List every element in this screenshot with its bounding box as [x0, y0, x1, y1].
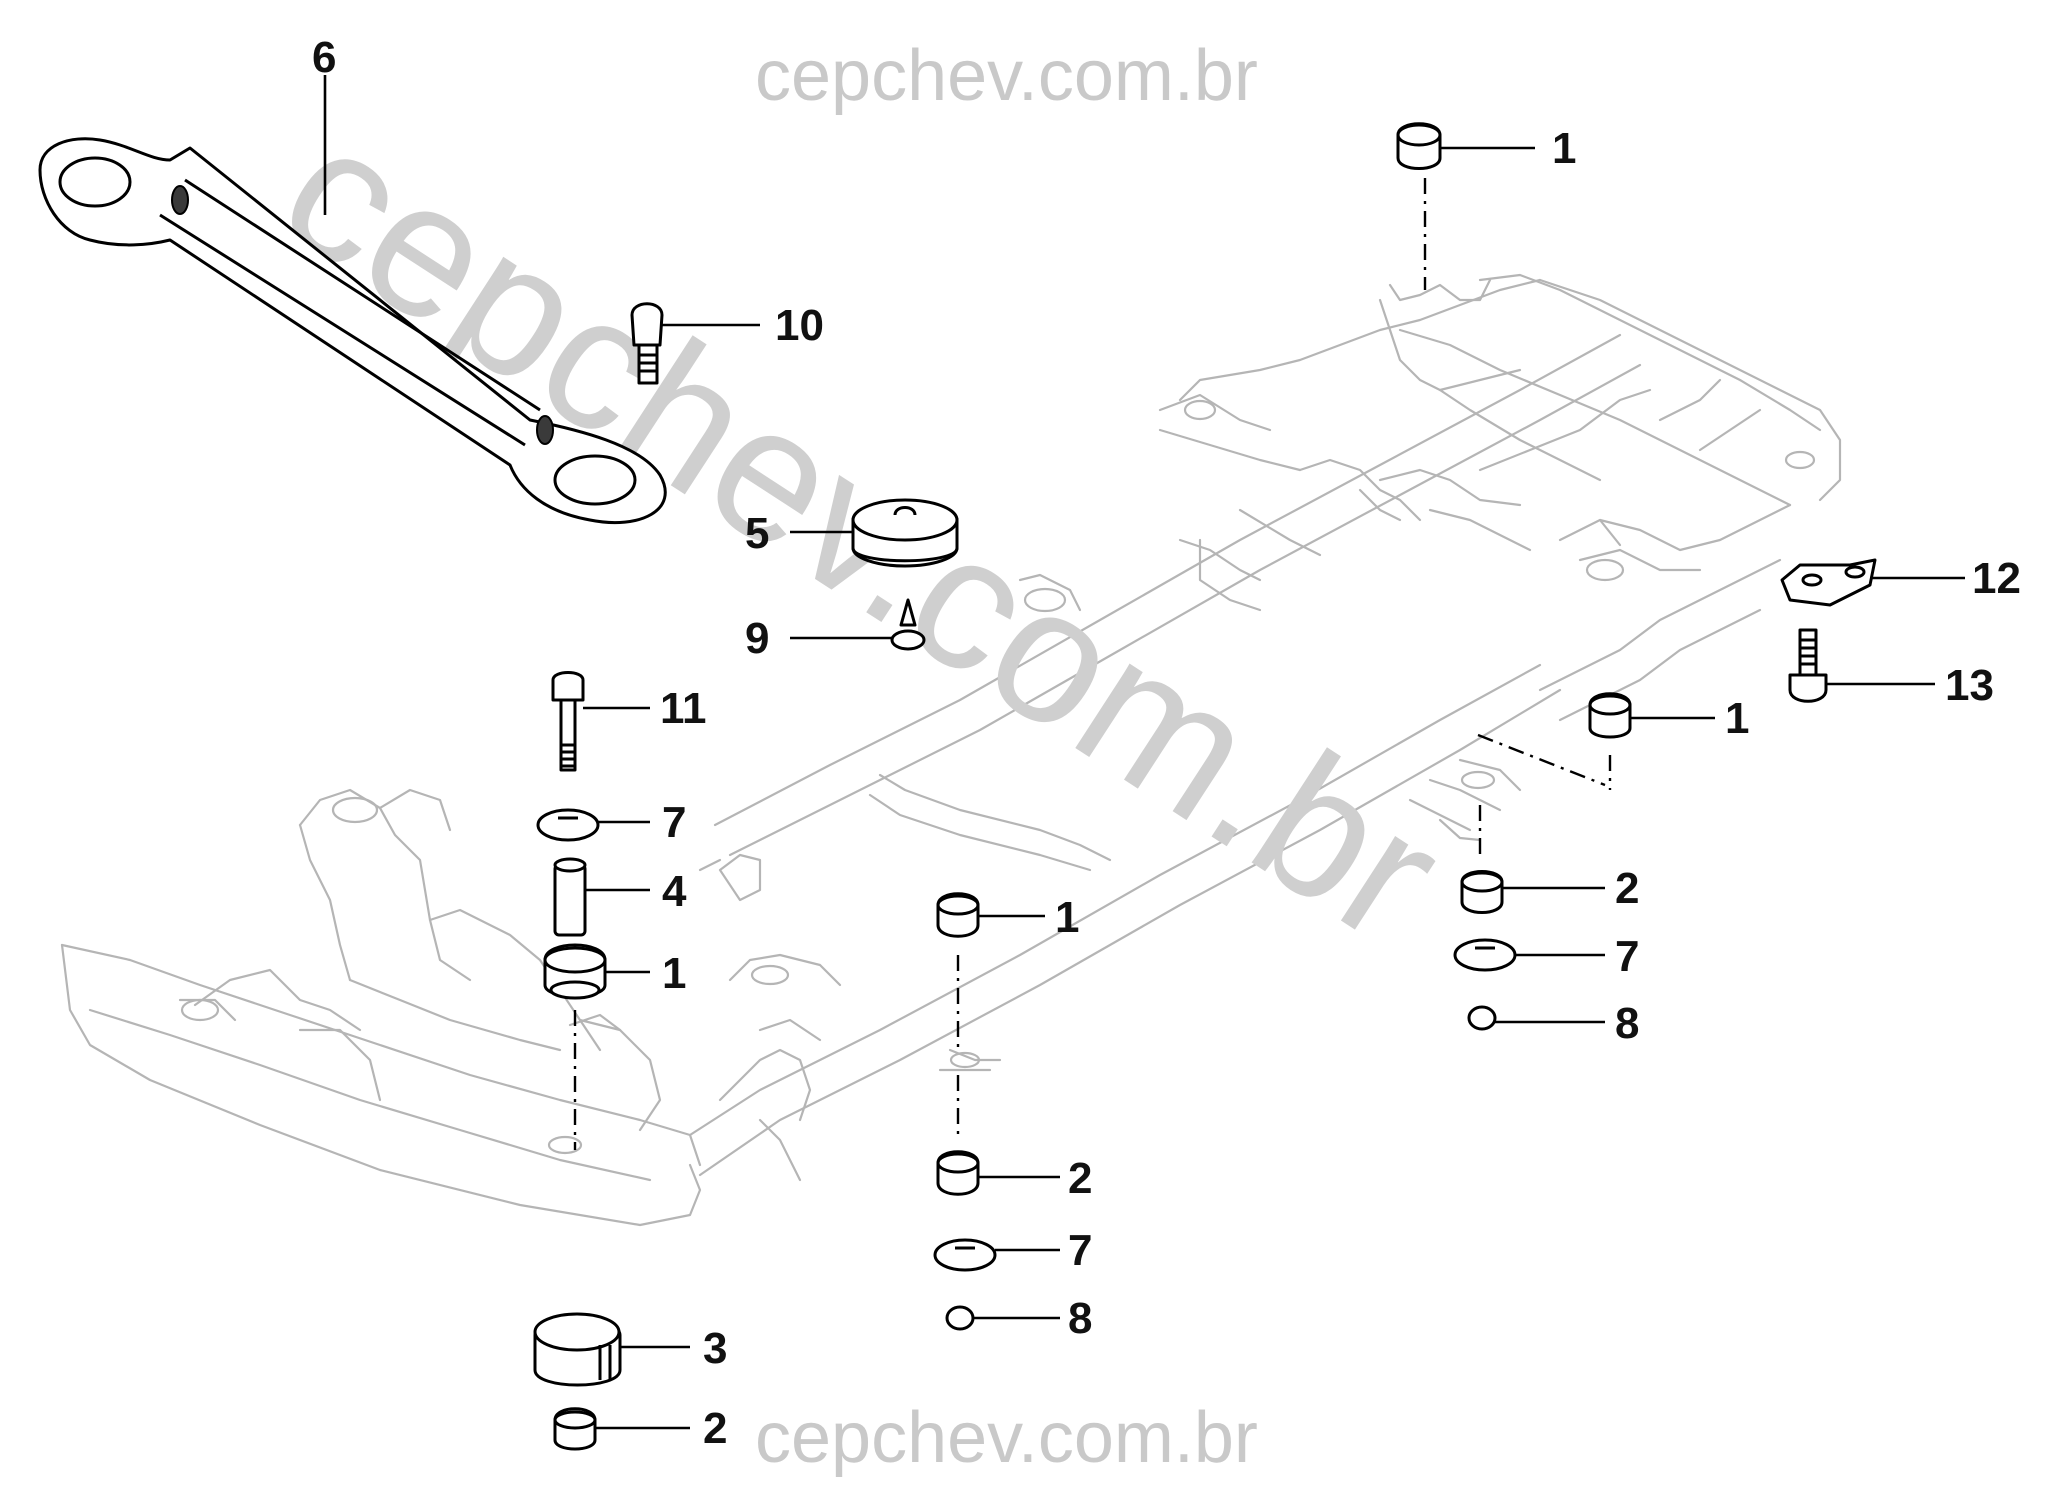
callout-13: 13: [1945, 661, 1994, 710]
mount-2a-part: [1460, 870, 1504, 914]
sleeve-4-part: [553, 857, 587, 937]
washer-7b-part: [1453, 938, 1517, 972]
callout-1-left: 1: [662, 949, 686, 998]
leader-lines: [323, 75, 1965, 1430]
callout-7-right: 7: [1615, 932, 1639, 981]
watermark-layer: cepchev.com.br cepchev.com.br cepchev.co…: [248, 36, 1476, 1478]
callout-7-left: 7: [662, 798, 686, 847]
callout-labels: 6 1 10 5 9 12 13 11 1 7 4 1 1 2 7 8 2 7 …: [312, 33, 2021, 1453]
callout-3: 3: [703, 1324, 727, 1373]
mount-1d-part: [936, 892, 980, 938]
callout-2-right: 2: [1615, 864, 1639, 913]
strut-rod-part: [38, 137, 667, 525]
watermark-bottom: cepchev.com.br: [755, 1398, 1258, 1478]
callout-12: 12: [1972, 554, 2021, 603]
callout-4: 4: [662, 867, 687, 916]
bracket-12-part: [1780, 558, 1877, 607]
mount-1b-part: [1588, 692, 1632, 739]
callout-6: 6: [312, 33, 336, 82]
callout-7-center: 7: [1068, 1226, 1092, 1275]
bushing-5-part: [851, 498, 959, 568]
bumper-3-part: [533, 1312, 622, 1387]
callout-2-bottom: 2: [703, 1404, 727, 1453]
callout-1-center: 1: [1055, 893, 1079, 942]
mount-2c-part: [553, 1407, 597, 1451]
washer-7a-part: [536, 808, 600, 842]
callout-5: 5: [745, 509, 769, 558]
callout-11: 11: [660, 684, 707, 733]
nut-8b-part: [945, 1305, 975, 1331]
mount-1a-part: [1396, 122, 1442, 170]
bolt-13-part: [1788, 628, 1828, 703]
bolt-10-part: [630, 302, 664, 385]
callout-8-center: 8: [1068, 1294, 1092, 1343]
callout-9: 9: [745, 614, 769, 663]
screw-9-part: [890, 598, 926, 651]
callout-8-right: 8: [1615, 999, 1639, 1048]
mount-1c-part: [543, 943, 607, 1000]
callout-2-center: 2: [1068, 1154, 1092, 1203]
callout-10: 10: [775, 301, 824, 350]
callout-1-right: 1: [1725, 694, 1749, 743]
long-bolt-11-part: [551, 671, 585, 772]
nut-8a-part: [1467, 1005, 1497, 1031]
callout-1-top: 1: [1552, 124, 1576, 173]
washer-7c-part: [933, 1238, 997, 1272]
alignment-lines: [573, 178, 1612, 1150]
watermark-top: cepchev.com.br: [755, 36, 1258, 116]
chassis-frame: [60, 273, 1842, 1227]
mount-2b-part: [936, 1150, 980, 1196]
